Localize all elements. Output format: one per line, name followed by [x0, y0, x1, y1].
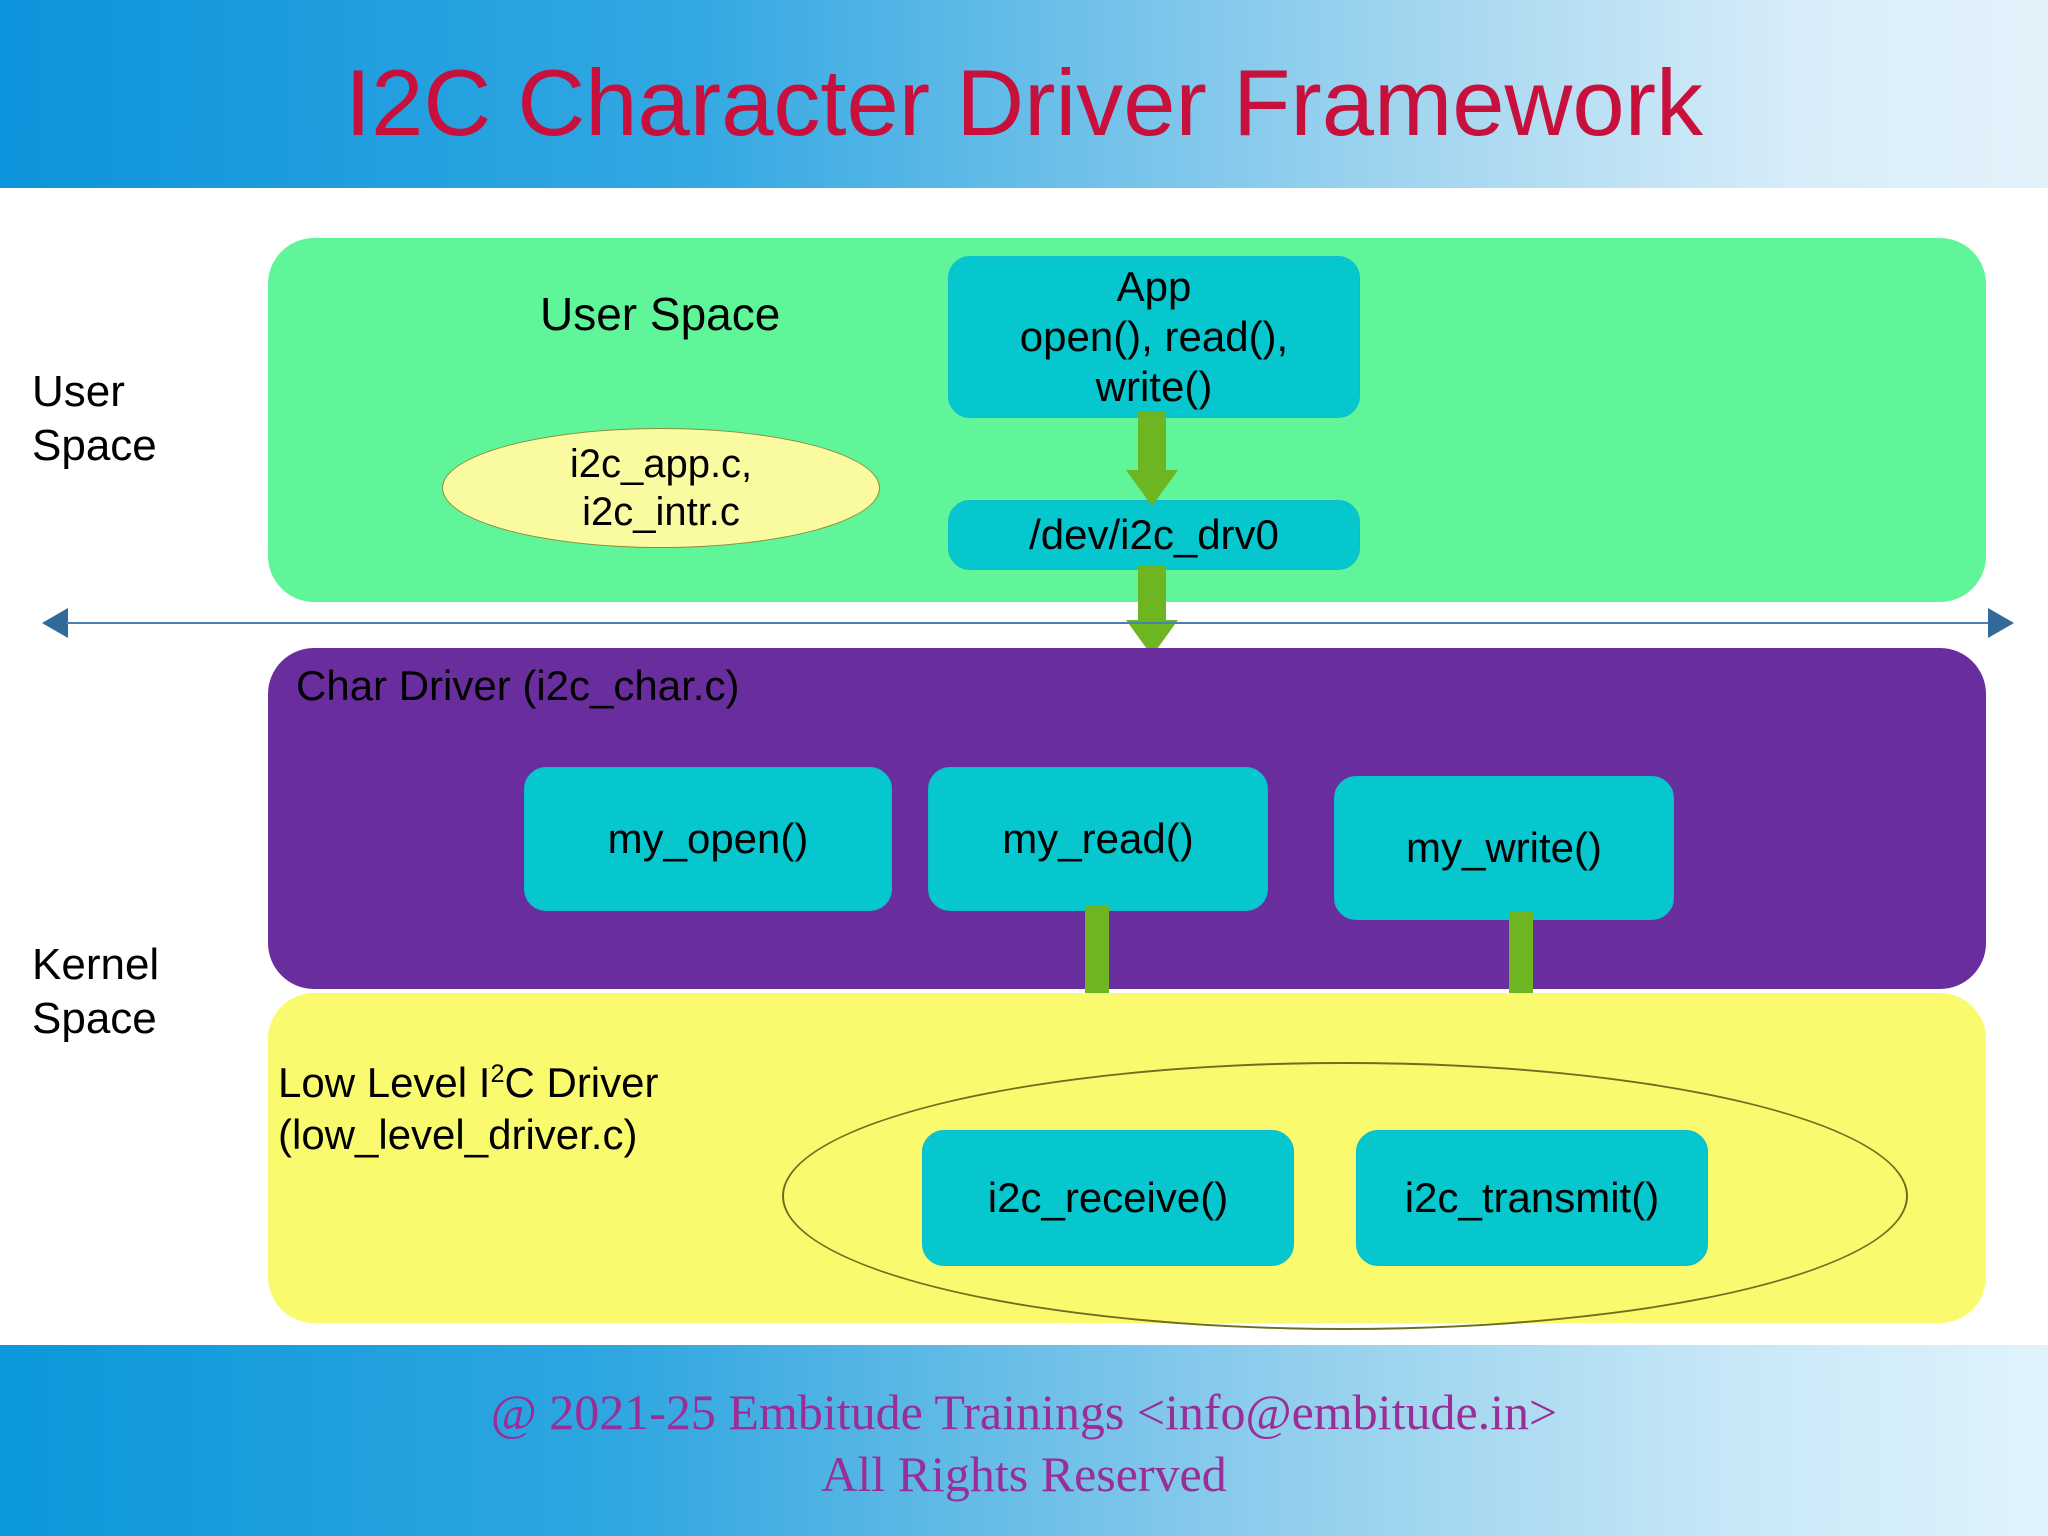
- node-i2c-transmit[interactable]: i2c_transmit(): [1356, 1130, 1708, 1266]
- arrow-shaft: [1138, 566, 1166, 620]
- arrow-right-head-icon: [1988, 608, 2014, 638]
- low-level-group-ellipse: [782, 1062, 1908, 1330]
- user-kernel-boundary-arrow: [42, 608, 2014, 638]
- footer-banner: @ 2021-25 Embitude Trainings <info@embit…: [0, 1345, 2048, 1536]
- arrow-head: [1126, 470, 1178, 506]
- layer-char-driver-label: Char Driver (i2c_char.c): [296, 662, 740, 709]
- user-space-source-files-ellipse: i2c_app.c, i2c_intr.c: [442, 428, 880, 548]
- arrow-left-head-icon: [42, 608, 68, 638]
- side-label-kernel-space: Kernel Space: [32, 940, 160, 1043]
- footer-copyright: @ 2021-25 Embitude Trainings <info@embit…: [490, 1384, 1558, 1502]
- node-my-open[interactable]: my_open(): [524, 767, 892, 911]
- low-level-label-suffix: C Driver: [504, 1059, 659, 1106]
- layer-low-level-driver-label: Low Level I2C Driver (low_level_driver.c): [278, 1048, 658, 1161]
- low-level-label-superscript: 2: [490, 1060, 505, 1088]
- side-label-user-space: User Space: [32, 367, 157, 470]
- layer-user-space-label: User Space: [540, 288, 781, 340]
- node-i2c-receive[interactable]: i2c_receive(): [922, 1130, 1294, 1266]
- node-my-write[interactable]: my_write(): [1334, 776, 1674, 920]
- low-level-label-file: (low_level_driver.c): [278, 1111, 638, 1158]
- divider-line: [66, 622, 1990, 624]
- node-dev-i2c-drv0[interactable]: /dev/i2c_drv0: [948, 500, 1360, 570]
- node-my-read[interactable]: my_read(): [928, 767, 1268, 911]
- page-title: I2C Character Driver Framework: [344, 50, 1704, 155]
- node-app[interactable]: App open(), read(), write(): [948, 256, 1360, 418]
- arrow-app-to-dev-icon: [1116, 412, 1188, 506]
- title-banner: [0, 0, 2048, 188]
- arrow-shaft: [1138, 412, 1166, 470]
- low-level-label-prefix: Low Level I: [278, 1059, 491, 1106]
